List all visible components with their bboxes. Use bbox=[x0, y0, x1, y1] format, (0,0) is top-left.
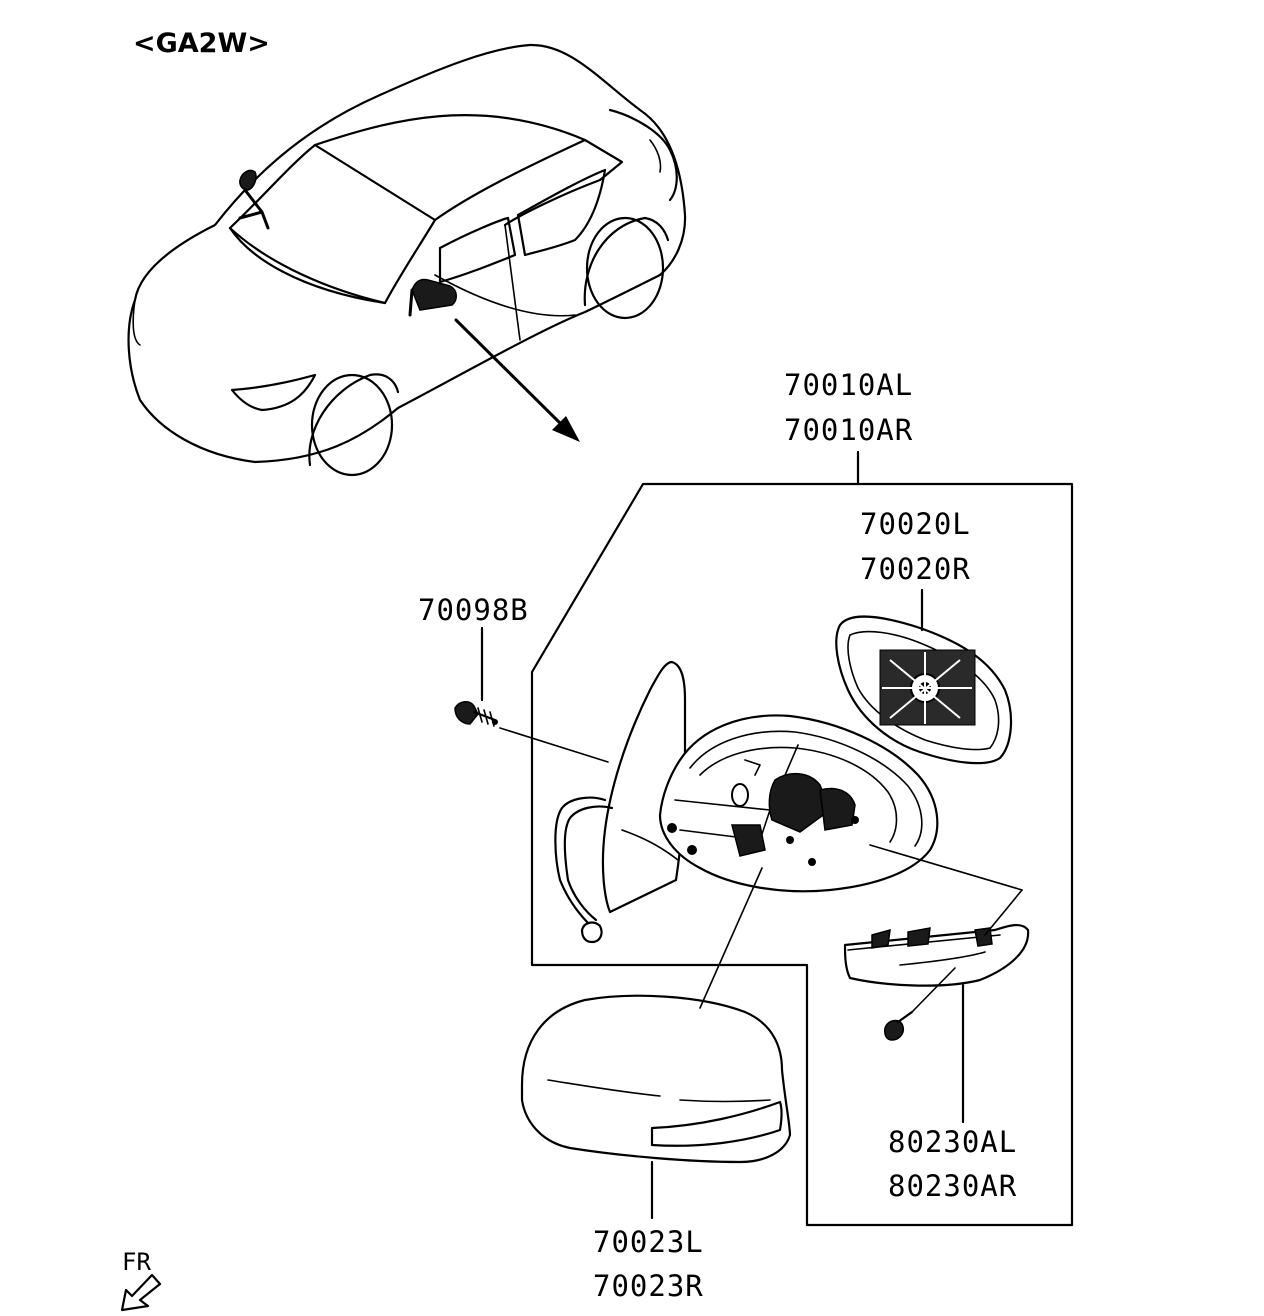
fr-arrow-icon bbox=[120, 1273, 162, 1312]
mirror-glass bbox=[835, 615, 1013, 765]
mirror-cover bbox=[520, 994, 792, 1164]
label-70010al: 70010AL bbox=[784, 368, 913, 402]
label-80230ar: 80230AR bbox=[888, 1169, 1017, 1203]
model-code-label: <GA2W> bbox=[133, 28, 270, 59]
assembly-bounding-frame bbox=[530, 482, 1074, 1227]
turn-lamp bbox=[843, 924, 1030, 987]
pointer-arrow bbox=[454, 318, 580, 442]
screw-70098b bbox=[454, 701, 498, 727]
lamp-screw bbox=[884, 1010, 914, 1041]
label-70020r: 70020R bbox=[860, 552, 971, 586]
mirror-base-and-housing bbox=[554, 660, 939, 944]
label-70020l: 70020L bbox=[860, 507, 971, 541]
label-70023l: 70023L bbox=[593, 1225, 704, 1259]
mirror-heater-grid bbox=[879, 649, 976, 726]
label-70023r: 70023R bbox=[593, 1269, 704, 1303]
fr-label: FR bbox=[122, 1248, 151, 1276]
label-70010ar: 70010AR bbox=[784, 413, 913, 447]
front-direction-indicator: FR bbox=[120, 1248, 162, 1312]
label-70098b: 70098B bbox=[418, 593, 529, 627]
label-80230al: 80230AL bbox=[888, 1125, 1017, 1159]
vehicle-illustration bbox=[127, 43, 687, 477]
